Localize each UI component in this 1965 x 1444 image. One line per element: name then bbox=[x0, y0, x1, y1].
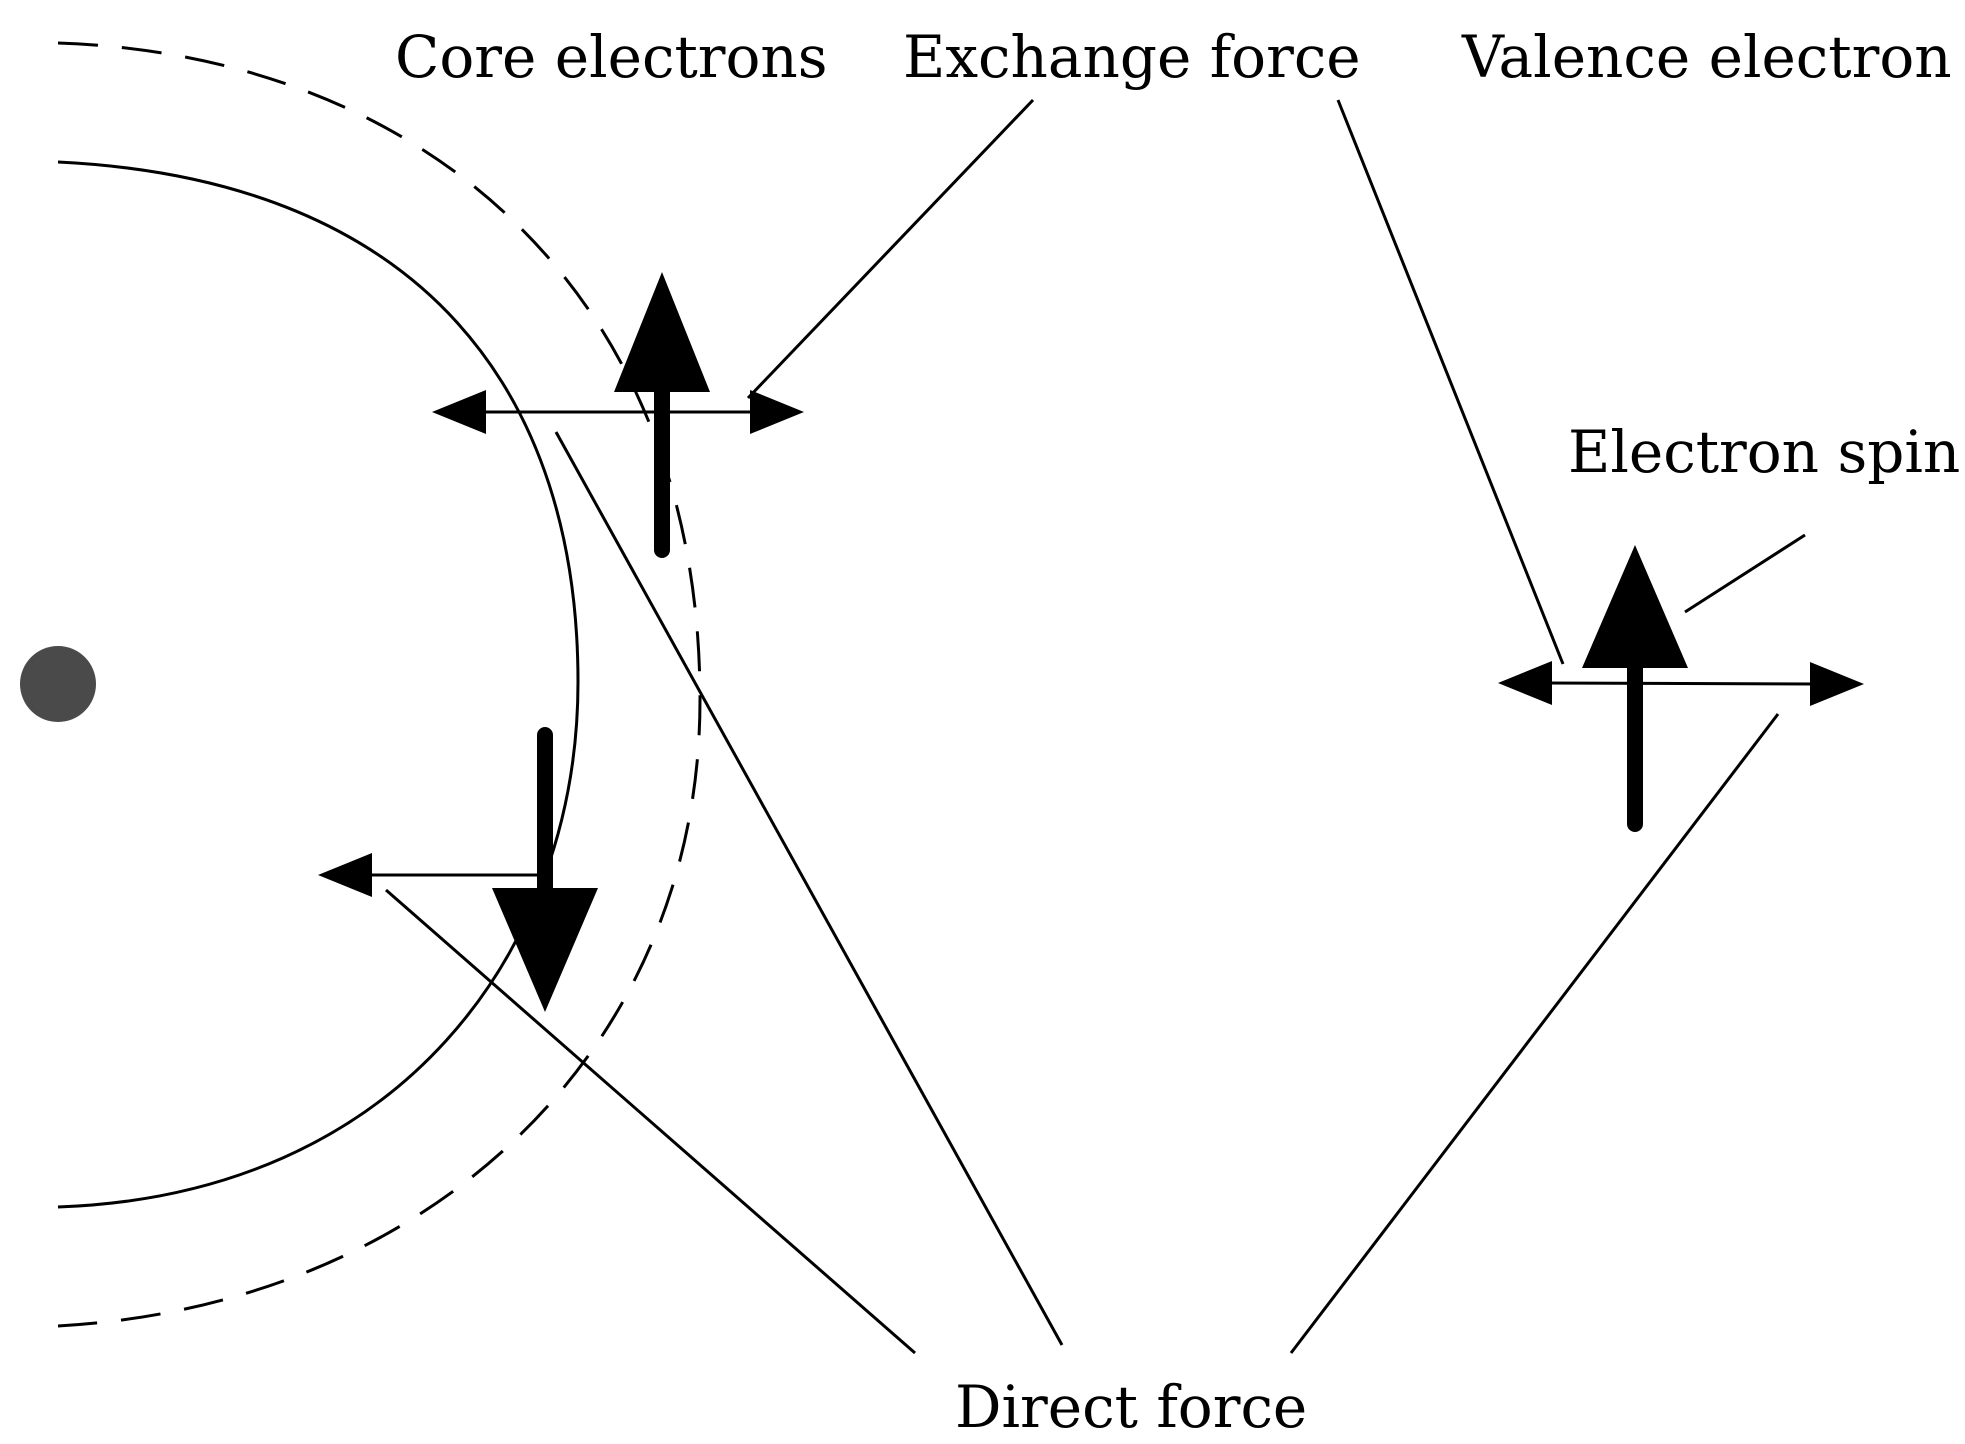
label-electron-spin: Electron spin bbox=[1568, 418, 1960, 486]
leader-electron-spin bbox=[1684, 533, 1806, 614]
label-valence-electron: Valence electron bbox=[1461, 23, 1952, 91]
leader-exchange-force bbox=[746, 98, 1035, 400]
leader-direct-force-lower bbox=[385, 888, 916, 1355]
leader-direct-force-valence bbox=[1289, 713, 1780, 1354]
label-direct-force: Direct force bbox=[955, 1373, 1307, 1441]
core-lower-force-arrow bbox=[318, 853, 545, 897]
label-core-electrons: Core electrons bbox=[395, 23, 828, 91]
leader-direct-force-upper bbox=[554, 431, 1064, 1346]
leader-valence-electron bbox=[1336, 99, 1565, 665]
nucleus-dot bbox=[20, 646, 96, 722]
label-exchange-force: Exchange force bbox=[903, 23, 1361, 91]
valence-electron-spin-up bbox=[1582, 545, 1688, 832]
core-electron-spin-up bbox=[614, 272, 710, 558]
core-shell-dashed bbox=[57, 41, 702, 1328]
valence-force-arrow bbox=[1498, 661, 1864, 706]
core-shell-solid bbox=[57, 160, 580, 1209]
core-upper-force-arrow bbox=[432, 390, 804, 434]
